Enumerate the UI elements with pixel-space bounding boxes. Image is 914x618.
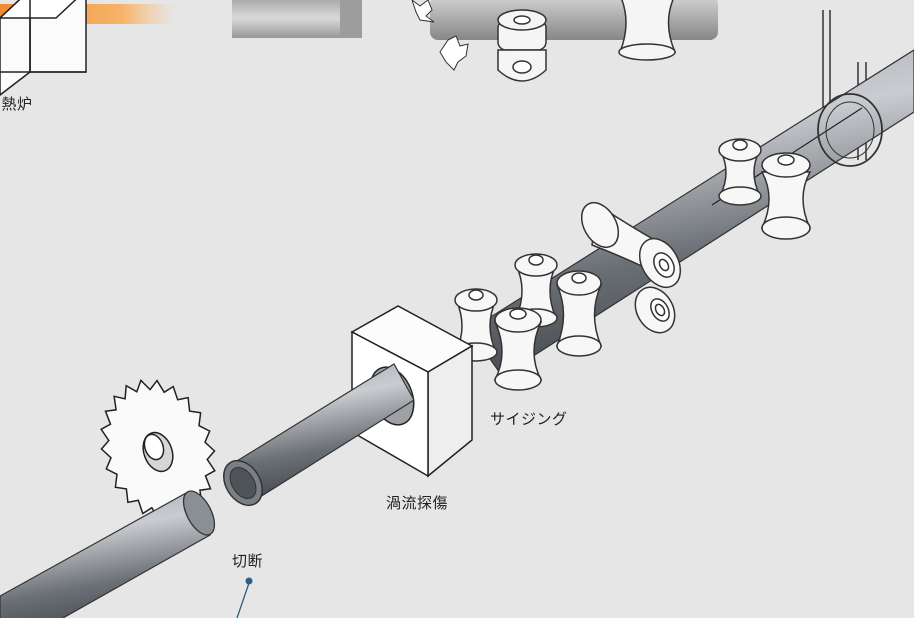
label-furnace: 加熱炉 [0,93,33,114]
cutting-leader [237,578,253,618]
previous-stage-roller-a [498,10,546,81]
label-eddy-current: 渦流探傷 [386,492,448,513]
label-sizing: サイジング [490,408,568,429]
previous-stage-roller-b [619,0,675,60]
previous-stage-pipe [430,0,718,40]
label-cutting: 切断 [232,550,263,571]
main-pipe-near [0,486,221,618]
previous-stage-beam [232,0,362,38]
furnace-box [0,0,86,95]
sizing-rollers [455,254,601,390]
